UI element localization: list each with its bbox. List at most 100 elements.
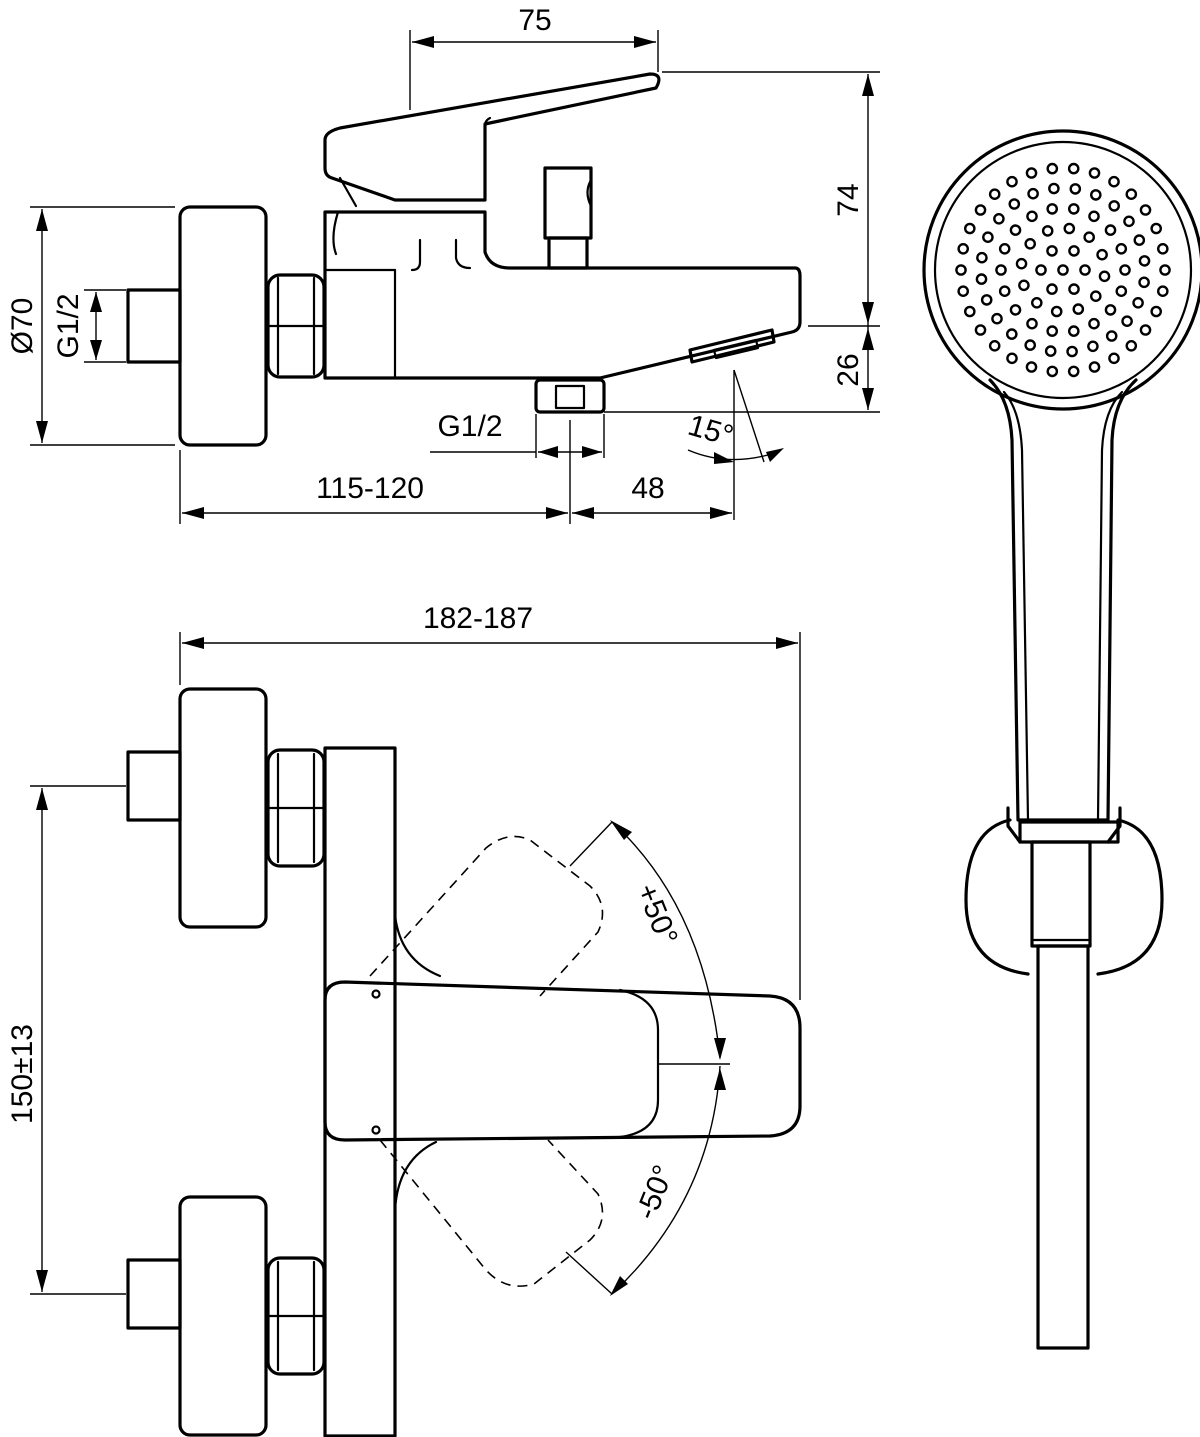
lower-inlet-stub [126, 1258, 182, 1330]
aerator [688, 328, 776, 364]
spray-nozzles [955, 162, 1171, 378]
spray-nozzle [1088, 361, 1101, 373]
spray-nozzle [1104, 224, 1117, 236]
spray-nozzle [1066, 345, 1078, 358]
spray-nozzle [974, 204, 987, 216]
spray-nozzle [957, 285, 970, 298]
spray-nozzle [991, 312, 1003, 325]
shower-hose [1036, 944, 1090, 1350]
dim-rotation-plus: +50° [630, 879, 684, 950]
spray-nozzle [1026, 317, 1038, 330]
spray-nozzle [1088, 167, 1101, 179]
dim-inlet-spacing: 150±13 [6, 1024, 39, 1124]
spray-nozzle [976, 251, 988, 264]
spray-nozzle [1096, 248, 1108, 261]
dim-spout-drop: 26 [832, 353, 865, 386]
spray-nozzle [1108, 200, 1120, 212]
bracket-collar [1018, 820, 1120, 844]
spray-nozzle [1119, 264, 1131, 276]
shower-head-inner [933, 140, 1193, 400]
spray-nozzle [1008, 198, 1021, 210]
spray-nozzle [988, 339, 1001, 352]
spray-nozzle [1083, 231, 1095, 243]
hose-connector [1030, 840, 1092, 948]
spray-nozzle [1046, 365, 1059, 378]
spray-nozzle [1057, 264, 1069, 276]
spray-nozzle [1050, 305, 1063, 318]
spray-nozzle [1006, 352, 1018, 365]
spray-nozzle [1048, 182, 1060, 195]
spray-nozzle [1157, 285, 1169, 298]
spray-nozzle [1027, 187, 1039, 200]
spray-nozzle [1088, 210, 1100, 223]
spray-nozzle [1035, 264, 1047, 276]
spray-nozzle [1108, 175, 1120, 188]
spray-nozzle [1125, 339, 1138, 352]
spray-nozzle [993, 212, 1005, 225]
spray-nozzle [1067, 365, 1080, 378]
spray-nozzle [975, 273, 988, 285]
diverter-stem [547, 236, 589, 270]
spray-nozzle [1025, 167, 1038, 179]
spray-nozzle [1068, 245, 1080, 257]
spray-nozzle [1115, 285, 1128, 298]
spray-nozzle [1150, 305, 1162, 318]
dim-height-spout: 74 [832, 183, 865, 216]
spray-nozzle [1046, 203, 1058, 215]
spray-nozzle [1150, 222, 1162, 235]
upper-escutcheon [178, 687, 268, 929]
spray-nozzle [1068, 283, 1080, 295]
spray-nozzle [1015, 257, 1028, 270]
spray-nozzle [1031, 296, 1043, 309]
spray-nozzle [1026, 210, 1038, 223]
spray-nozzle [1068, 203, 1080, 215]
side-view: 75 74 26 Ø70 G1/2 G1/2 [6, 4, 880, 524]
dim-outlet-offset: 48 [631, 472, 664, 505]
spray-nozzle [1138, 255, 1151, 267]
spray-nozzle [1024, 237, 1036, 250]
spray-nozzle [1157, 242, 1169, 255]
dim-inlet-thread: G1/2 [52, 293, 85, 358]
dim-rotation-minus: -50° [630, 1161, 681, 1225]
spray-nozzle [1087, 340, 1099, 353]
spray-nozzle [995, 264, 1007, 276]
wall-escutcheon [178, 205, 268, 447]
wall-bracket [964, 818, 1164, 976]
lower-escutcheon [178, 1195, 268, 1437]
diverter-knob [543, 166, 593, 240]
spray-nozzle [1046, 283, 1058, 295]
spray-nozzle [1105, 330, 1118, 342]
spray-nozzle [964, 305, 976, 318]
dim-outlet-thread: G1/2 [437, 410, 502, 443]
spray-nozzle [980, 294, 993, 306]
spray-nozzle [1072, 303, 1085, 315]
spray-nozzle [998, 285, 1011, 298]
lever-front [323, 980, 802, 1142]
spray-nozzle [1139, 204, 1152, 216]
spray-nozzle [1090, 189, 1102, 201]
spray-nozzle [1006, 328, 1018, 340]
spray-nozzle [1125, 188, 1138, 200]
dim-angle: 15° [684, 409, 737, 453]
spray-nozzle [1104, 304, 1117, 316]
spray-nozzle [998, 242, 1011, 255]
spray-nozzle [955, 264, 967, 276]
spray-nozzle [964, 222, 976, 235]
spray-nozzle [1063, 222, 1076, 235]
inlet-thread-stub [126, 288, 182, 364]
hand-shower [922, 129, 1200, 1350]
shower-head-outer [922, 129, 1200, 411]
spray-nozzle [1046, 245, 1058, 257]
mixer-body [323, 210, 802, 380]
lever-position-plus [369, 835, 604, 997]
spray-nozzle [1009, 304, 1022, 316]
dim-diameter: Ø70 [6, 298, 39, 355]
spray-nozzle [1046, 162, 1059, 175]
spray-nozzle [1132, 296, 1144, 309]
mixer-lever [323, 72, 661, 202]
dim-width-top: 75 [518, 4, 551, 37]
spray-nozzle [1139, 324, 1152, 336]
spray-nozzle [1069, 183, 1082, 195]
mixer-body-front [323, 746, 397, 1437]
